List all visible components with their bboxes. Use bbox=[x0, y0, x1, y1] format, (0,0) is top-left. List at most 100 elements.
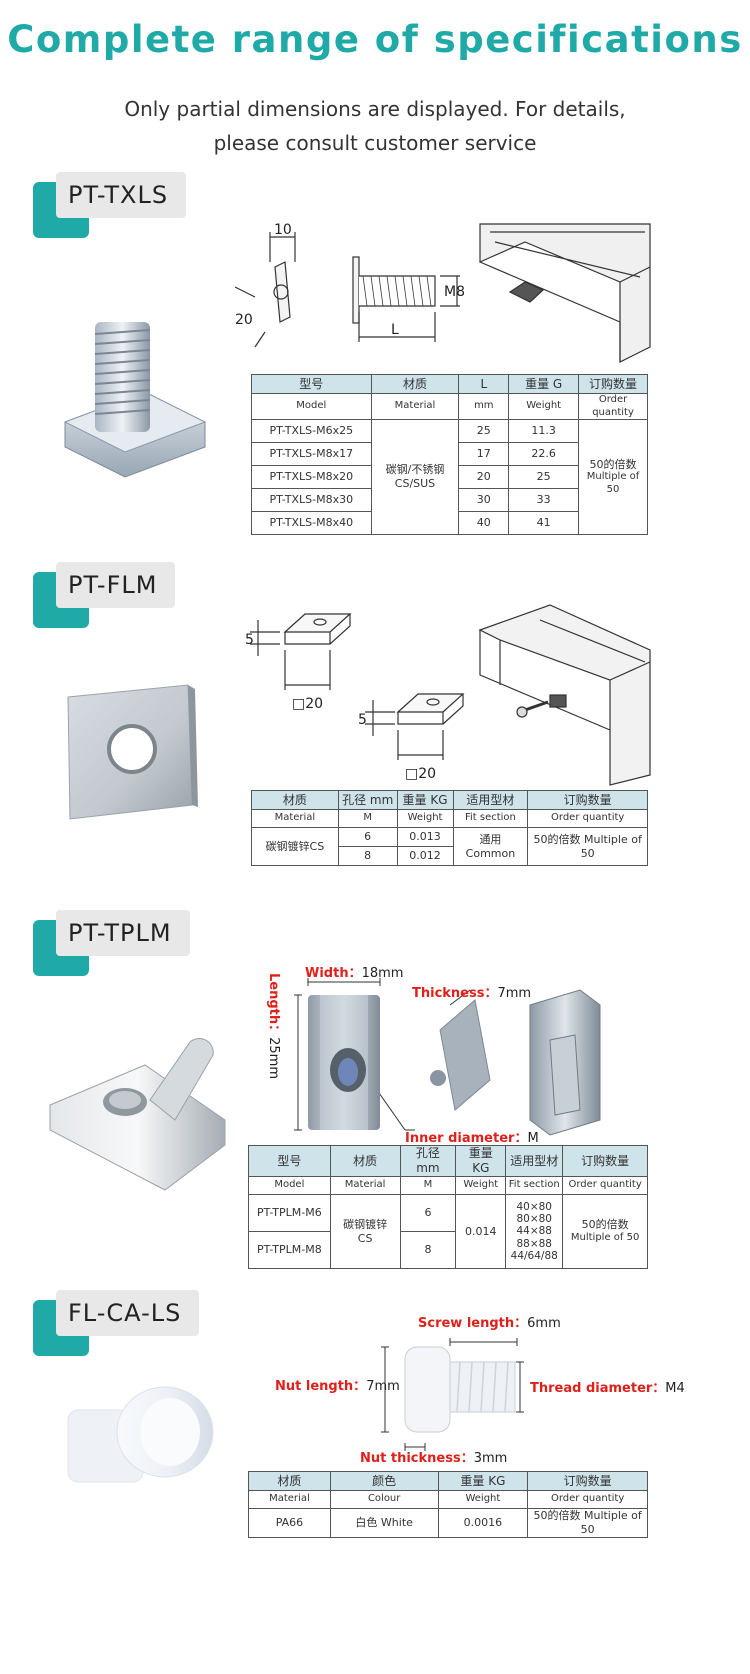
cell-model: PT-TXLS-M8x20 bbox=[251, 465, 372, 489]
page-title: Complete range of specifications bbox=[7, 18, 743, 61]
thickness-label: Thickness： bbox=[412, 986, 498, 1001]
col-subheader: Weight bbox=[396, 809, 454, 828]
cell-weight: 0.013 bbox=[396, 827, 454, 847]
table-row: PT-TXLS-M8x30 30 33 bbox=[251, 488, 648, 512]
material-cn: 碳钢/不锈钢 bbox=[385, 463, 445, 477]
cell-fit: 通用 Common bbox=[452, 827, 529, 866]
square-nut-diagram: 5 □20 5 □20 bbox=[245, 604, 651, 786]
section-fl-ca-ls: FL-CA-LS Screw length：6mm Nut length：7mm… bbox=[0, 1290, 750, 1538]
col-header: 材质 bbox=[329, 1145, 401, 1177]
section-label: FL-CA-LS bbox=[56, 1290, 200, 1336]
nylon-screw-diagram: Screw length：6mm Nut length：7mm Thread d… bbox=[265, 1312, 685, 1472]
spec-table-pt-txls: 型号 材质 L 重量 G 订购数量 Model Material mm Weig… bbox=[251, 374, 648, 535]
dim-thickness-label-2: 5 bbox=[358, 712, 367, 728]
col-subheader: Material bbox=[329, 1176, 401, 1195]
order-cn: 50的倍数 bbox=[581, 1218, 629, 1232]
col-header: 重量 KG bbox=[396, 790, 454, 810]
cell-order: 50的倍数 Multiple of 50 bbox=[562, 1194, 648, 1269]
col-header: 材质 bbox=[251, 790, 339, 810]
screw-length-value: 6mm bbox=[527, 1316, 561, 1331]
material-en: CS/SUS bbox=[394, 477, 436, 490]
col-subheader: Fit section bbox=[452, 809, 529, 828]
col-header: 订购数量 bbox=[527, 1471, 648, 1491]
col-header: 适用型材 bbox=[452, 790, 529, 810]
cell-order: 50的倍数 Multiple of 50 bbox=[527, 1508, 648, 1538]
spec-table-pt-tplm: 型号 材质 孔径 mm 重量 KG 适用型材 订购数量 Model Materi… bbox=[248, 1145, 648, 1269]
section-label: PT-FLM bbox=[56, 562, 176, 608]
table-row: PT-TXLS-M8x40 40 41 bbox=[251, 511, 648, 535]
order-cn: 50的倍数 bbox=[589, 457, 637, 471]
col-subheader: Order quantity bbox=[578, 393, 648, 420]
cell-order: 50的倍数 Multiple of 50 bbox=[578, 419, 648, 535]
cell-material: 碳钢镀锌 CS bbox=[329, 1194, 401, 1269]
order-en: Multiple of 50 bbox=[570, 1232, 640, 1244]
cell-weight: 11.3 bbox=[508, 419, 580, 443]
nylon-screw-photo bbox=[67, 1386, 214, 1483]
screw-length-label: Screw length： bbox=[418, 1316, 528, 1331]
cell-weight: 0.014 bbox=[455, 1194, 507, 1269]
col-header: 孔径 mm bbox=[399, 1145, 457, 1177]
cell-colour: 白色 White bbox=[329, 1508, 439, 1538]
col-subheader: M bbox=[337, 809, 398, 828]
col-header: L bbox=[458, 374, 510, 394]
section-label: PT-TPLM bbox=[56, 910, 190, 956]
col-subheader: mm bbox=[458, 393, 510, 420]
col-subheader: Model bbox=[248, 1176, 331, 1195]
section-pt-flm: PT-FLM 5 □20 5 □20 材质 孔径 mm bbox=[0, 562, 750, 902]
col-subheader: Material bbox=[248, 1490, 331, 1509]
col-subheader: Weight bbox=[455, 1176, 507, 1195]
cell-m: 6 bbox=[399, 1194, 457, 1232]
table-row: PA66 白色 White 0.0016 50的倍数 Multiple of 5… bbox=[248, 1508, 648, 1538]
cell-model: PT-TXLS-M8x17 bbox=[251, 442, 372, 466]
cell-model: PT-TXLS-M6x25 bbox=[251, 419, 372, 443]
fit-item: 80×80 bbox=[516, 1213, 552, 1226]
subtitle-line-2: please consult customer service bbox=[213, 131, 537, 155]
cell-model: PT-TPLM-M6 bbox=[248, 1194, 331, 1232]
t-bolt-photo bbox=[63, 322, 207, 478]
col-subheader: Model bbox=[251, 393, 372, 420]
cell-weight: 0.012 bbox=[396, 846, 454, 866]
inner-diameter-value: M bbox=[527, 1131, 539, 1146]
col-subheader: Material bbox=[370, 393, 460, 420]
cell-m: 8 bbox=[399, 1231, 457, 1269]
material-cn: 碳钢镀锌 bbox=[343, 1217, 388, 1231]
cell-l: 40 bbox=[458, 511, 510, 535]
thread-diameter-annotation: Thread diameter：M4 bbox=[530, 1377, 685, 1396]
col-subheader: Fit section bbox=[505, 1176, 564, 1195]
dim-thickness-label: 5 bbox=[245, 632, 254, 648]
length-value: 25mm bbox=[266, 1037, 281, 1080]
spec-table-pt-flm: 材质 孔径 mm 重量 KG 适用型材 订购数量 Material M Weig… bbox=[251, 790, 648, 866]
col-header: 订购数量 bbox=[527, 790, 648, 810]
section-pt-tplm: PT-TPLM Width：18mm bbox=[0, 910, 750, 1280]
dim-length-label: 20 bbox=[235, 312, 253, 328]
inner-diameter-annotation: Inner diameter：M bbox=[405, 1127, 539, 1146]
table-row: PT-TPLM-M6 碳钢镀锌 CS 6 0.014 40×80 80×80 4… bbox=[248, 1194, 648, 1269]
col-header: 重量 KG bbox=[455, 1145, 507, 1177]
section-pt-txls: PT-TXLS bbox=[0, 172, 750, 562]
cell-weight: 41 bbox=[508, 511, 580, 535]
cell-l: 17 bbox=[458, 442, 510, 466]
nut-length-value: 7mm bbox=[366, 1379, 400, 1394]
fit-item: 44/64/88 bbox=[510, 1249, 558, 1262]
dim-thread-label: M8 bbox=[444, 284, 465, 300]
cell-material: 碳钢镀锌CS bbox=[251, 827, 339, 866]
section-label: PT-TXLS bbox=[56, 172, 187, 218]
cell-weight: 22.6 bbox=[508, 442, 580, 466]
col-header: 重量 KG bbox=[437, 1471, 529, 1491]
length-label: Length： bbox=[266, 973, 281, 1038]
page-subtitle: Only partial dimensions are displayed. F… bbox=[0, 92, 750, 160]
nut-length-label: Nut length： bbox=[275, 1379, 367, 1394]
cell-m: 8 bbox=[337, 846, 398, 866]
cell-material: PA66 bbox=[248, 1508, 331, 1538]
spring-nut-diagram: Width：18mm Thickness：7mm Length：25mm Inn… bbox=[250, 960, 660, 1146]
col-header: 订购数量 bbox=[578, 374, 648, 394]
col-subheader: Order quantity bbox=[527, 1490, 648, 1509]
length-annotation: Length：25mm bbox=[266, 973, 285, 1079]
dim-l-label: L bbox=[391, 322, 399, 338]
col-subheader: Material bbox=[251, 809, 339, 828]
fit-item: 88×88 bbox=[516, 1237, 552, 1250]
width-value: 18mm bbox=[361, 966, 404, 981]
col-subheader: Weight bbox=[437, 1490, 529, 1509]
subtitle-line-1: Only partial dimensions are displayed. F… bbox=[124, 97, 626, 121]
thread-diameter-value: M4 bbox=[665, 1381, 685, 1396]
